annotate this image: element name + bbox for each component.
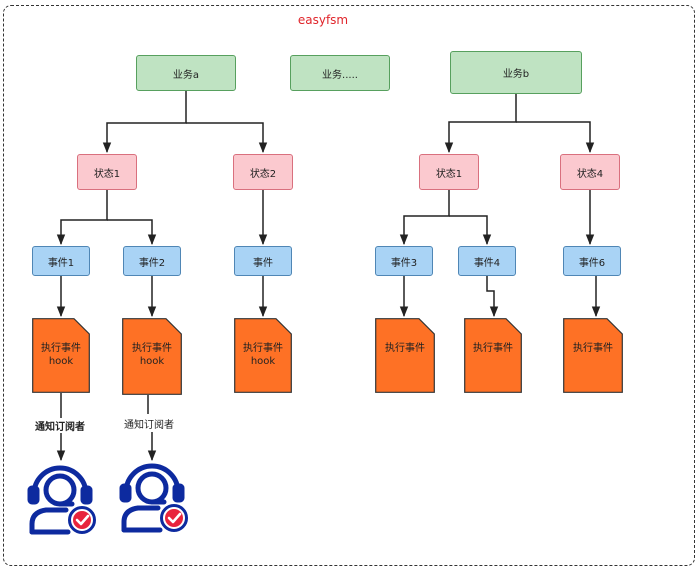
connector	[148, 395, 152, 460]
hook-label: hook	[48, 356, 74, 367]
business-node-b: 业务b	[450, 51, 582, 94]
connector	[107, 219, 157, 246]
connector	[449, 215, 492, 246]
hook-document: 执行事件	[563, 318, 623, 393]
hook-label: 执行事件	[243, 343, 283, 354]
diagram-frame	[3, 5, 695, 566]
hook-document: 执行事件 hook	[32, 318, 90, 393]
hook-label: 执行事件	[473, 343, 513, 354]
notify-label: 通知订阅者	[34, 418, 86, 433]
event-node: 事件6	[563, 246, 621, 276]
hook-label: hook	[250, 356, 276, 367]
event-node: 事件4	[458, 246, 516, 276]
hook-document: 执行事件 hook	[234, 318, 292, 393]
event-node: 事件	[234, 246, 292, 276]
connector	[399, 190, 450, 246]
hook-label: 执行事件	[385, 343, 425, 354]
event-node: 事件1	[32, 246, 90, 276]
connector	[56, 190, 108, 246]
hook-label: 执行事件	[573, 343, 613, 354]
state-node: 状态1	[419, 154, 479, 190]
event-node: 事件2	[123, 246, 181, 276]
state-node: 状态1	[77, 154, 137, 190]
notify-label: 通知订阅者	[123, 416, 175, 431]
connector	[516, 121, 595, 154]
hook-label: 执行事件	[41, 343, 81, 354]
business-node-more: 业务.....	[290, 55, 390, 91]
connector	[486, 276, 499, 318]
event-node: 事件3	[375, 246, 433, 276]
subscriber-icon	[26, 462, 98, 536]
connector	[444, 94, 517, 154]
business-node-a: 业务a	[136, 55, 236, 91]
state-node: 状态4	[560, 154, 620, 190]
diagram-title: easyfsm	[297, 13, 349, 27]
state-node: 状态2	[233, 154, 293, 190]
hook-label: 执行事件	[132, 343, 172, 354]
subscriber-icon	[118, 460, 190, 534]
connector	[186, 122, 268, 154]
hook-document: 执行事件 hook	[122, 318, 182, 395]
hook-label: hook	[139, 356, 165, 367]
hook-document: 执行事件	[375, 318, 435, 393]
connector	[102, 91, 187, 154]
hook-document: 执行事件	[464, 318, 522, 393]
